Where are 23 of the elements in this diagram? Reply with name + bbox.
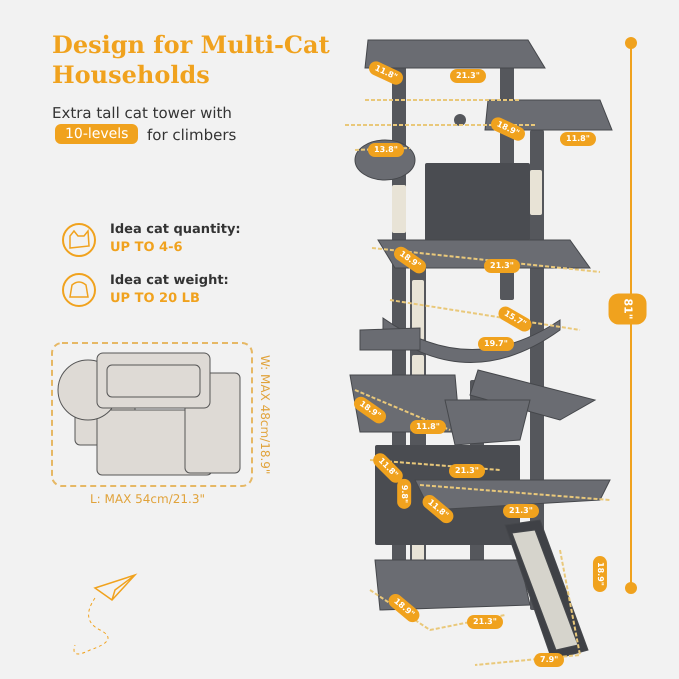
dimension-label: 21.3" <box>449 464 485 478</box>
dimension-label: 21.3" <box>503 504 539 518</box>
dimension-label: 11.8" <box>560 132 596 146</box>
dimension-label: 18.9" <box>592 556 607 592</box>
dimension-label: 13.8" <box>368 143 404 157</box>
title: Design for Multi-Cat Households <box>52 30 331 90</box>
dimension-label: 21.3" <box>484 259 520 273</box>
dimension-label: 21.3" <box>450 69 486 83</box>
subtitle-text: for climbers <box>147 126 236 144</box>
feature-value: UP TO 4-6 <box>110 240 183 255</box>
subtitle-text: Extra tall cat tower with <box>52 104 232 122</box>
dimension-label: 21.3" <box>467 615 503 629</box>
dimension-label: L: MAX 54cm/21.3" <box>90 492 205 506</box>
dimension-label: 11.8" <box>410 420 446 434</box>
feature-label: Idea cat quantity: <box>110 222 241 237</box>
dimension-label: 19.7" <box>478 337 514 351</box>
feature-value: UP TO 20 LB <box>110 291 200 306</box>
dimension-label: W: MAX 48cm/18.9" <box>258 355 272 474</box>
dimension-label: 9.8" <box>397 478 412 510</box>
feature-label: Idea cat weight: <box>110 273 229 288</box>
highlight-badge: 10-levels <box>55 124 138 144</box>
dimension-label: 81" <box>608 293 647 325</box>
dimension-label: 7.9" <box>534 653 564 667</box>
